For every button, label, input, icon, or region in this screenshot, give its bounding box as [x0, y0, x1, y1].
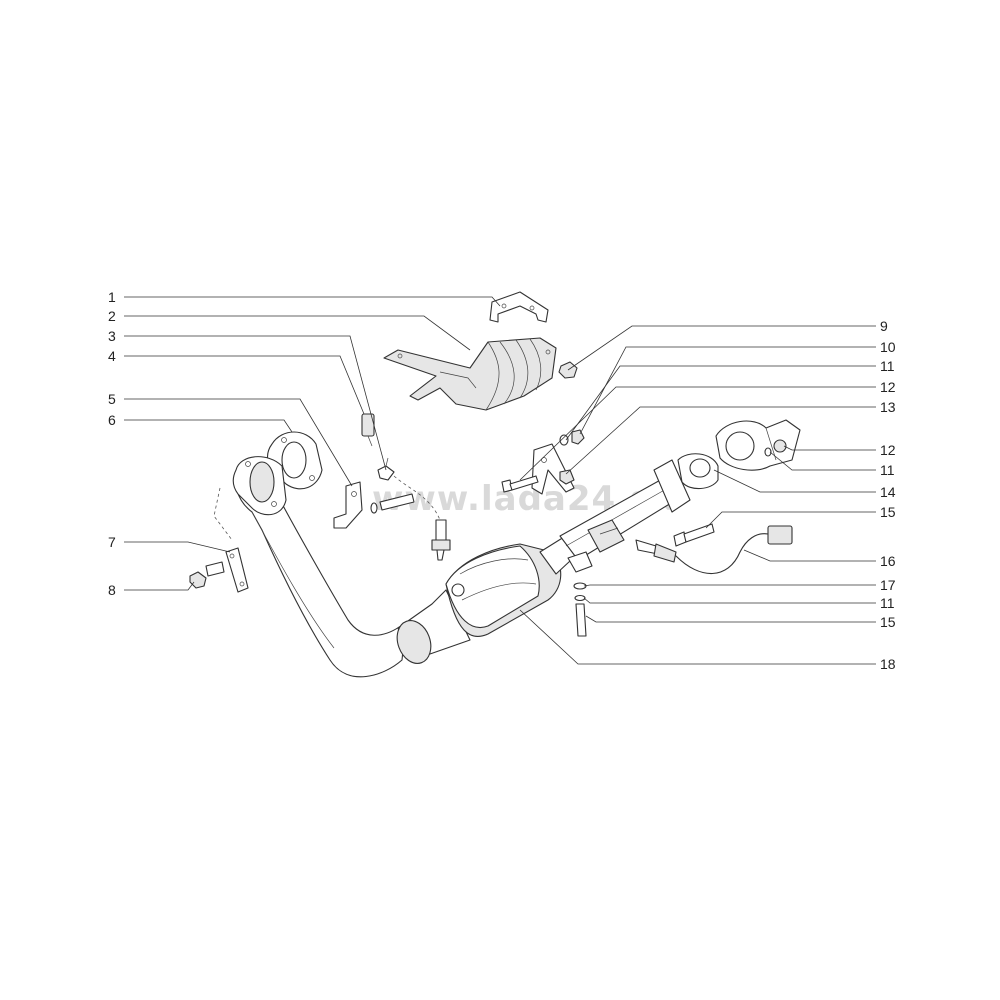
- callout-3: 3: [108, 328, 116, 344]
- leader-lines: [124, 296, 876, 665]
- part-clip: [377, 457, 395, 481]
- callout-14: 14: [880, 484, 896, 500]
- callout-10: 10: [880, 339, 896, 355]
- part-bolt-15: [673, 523, 715, 547]
- callout-6: 6: [108, 412, 116, 428]
- part-bracket-7: [225, 547, 249, 593]
- part-lower-fasteners: [567, 551, 593, 637]
- part-sensor-boss: [587, 519, 625, 553]
- callout-17: 17: [880, 577, 896, 593]
- callouts-right: 9 10 11 12 13 12 11 14 15 16 17 11 15 18: [880, 318, 896, 672]
- callout-1: 1: [108, 289, 116, 305]
- callout-13: 13: [880, 399, 896, 415]
- part-stud: [205, 561, 225, 577]
- callout-11c: 11: [880, 595, 895, 611]
- callout-2: 2: [108, 308, 116, 324]
- callout-9: 9: [880, 318, 888, 334]
- callout-5: 5: [108, 391, 116, 407]
- callout-8: 8: [108, 582, 116, 598]
- part-small-bracket: [333, 481, 363, 529]
- part-washer-nut-cluster: [559, 429, 585, 485]
- part-bracket: [489, 291, 549, 323]
- callout-16: 16: [880, 553, 896, 569]
- callout-18: 18: [880, 656, 896, 672]
- callout-11b: 11: [880, 462, 895, 478]
- part-gasket-14: [677, 453, 719, 490]
- callout-4: 4: [108, 348, 116, 364]
- callout-12a: 12: [880, 379, 896, 395]
- callout-15a: 15: [880, 504, 896, 520]
- callout-7: 7: [108, 534, 116, 550]
- callout-11a: 11: [880, 358, 895, 374]
- part-bolt-13: [501, 475, 539, 493]
- callout-12b: 12: [880, 442, 896, 458]
- part-rear-flange: [715, 419, 801, 471]
- part-intermediate-pipe: [559, 459, 691, 561]
- part-oxygen-sensor-front: [393, 475, 451, 561]
- callout-15b: 15: [880, 614, 896, 630]
- part-nut-12-right: [764, 439, 787, 457]
- part-heat-shield: [383, 337, 557, 411]
- part-nut-8: [189, 571, 207, 589]
- part-washer-bolt: [370, 493, 415, 514]
- part-front-pipe: [213, 456, 407, 678]
- part-oxygen-sensor-rear: [635, 525, 793, 575]
- callouts-left: 1 2 3 4 5 6 7 8: [108, 289, 116, 598]
- part-catalytic-converter: [396, 531, 585, 664]
